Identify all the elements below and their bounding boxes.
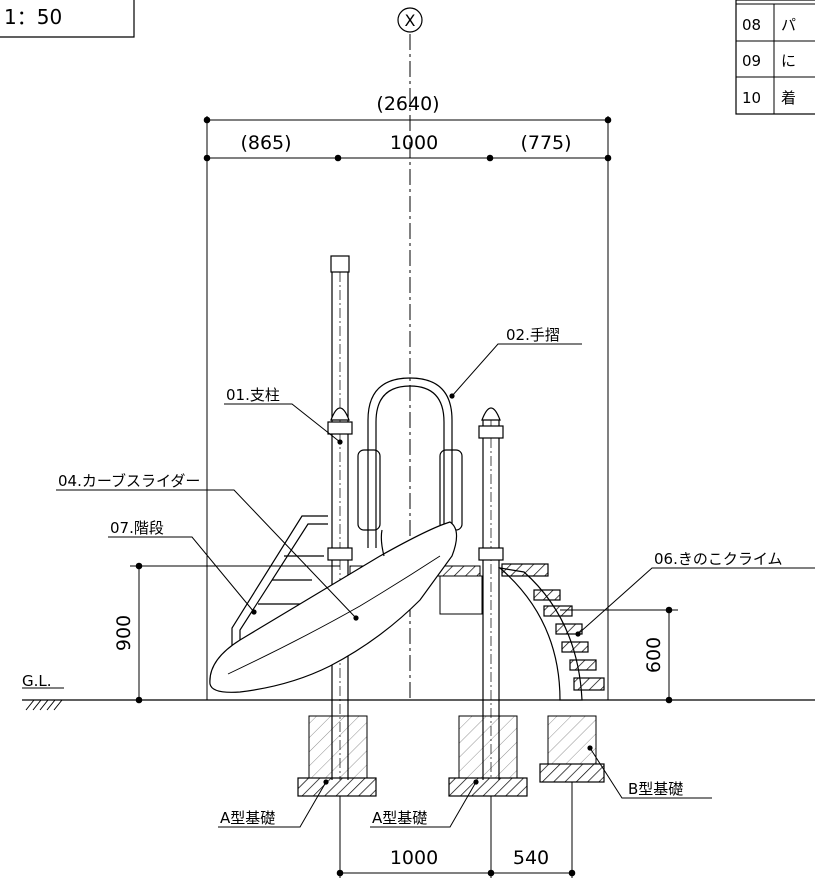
table-row-no: 10 <box>742 89 761 107</box>
dimension-middle: 1000 <box>390 132 438 154</box>
label-post: 01.支柱 <box>226 386 280 404</box>
dimension-left: (865) <box>240 132 291 154</box>
dimension-height-left: 900 <box>113 615 135 651</box>
dimension-bottom-right: 540 <box>513 847 549 869</box>
center-mark-text: X <box>405 11 416 30</box>
scale-text: 1：50 <box>4 5 62 29</box>
height-dimension-right <box>560 606 678 704</box>
label-mushroom-climb: 06.きのこクライム <box>654 550 783 568</box>
dimension-overall: (2640) <box>376 93 439 115</box>
ground-line <box>22 687 815 711</box>
post-left <box>330 255 350 780</box>
foundation-a-right <box>448 715 528 797</box>
mushroom-climb <box>497 563 605 701</box>
center-mark: X <box>397 7 423 33</box>
post-middle-left <box>327 407 353 561</box>
dimension-lines-bottom <box>336 782 576 878</box>
label-curve-slider: 04.カーブスライダー <box>58 472 200 490</box>
foundation-b <box>539 715 605 783</box>
curve-slider <box>209 521 458 693</box>
table-row-no: 08 <box>742 16 761 34</box>
stairs <box>231 515 328 662</box>
scale-box: 1：50 <box>0 0 135 38</box>
label-foundation-a-right: A型基礎 <box>372 809 427 827</box>
label-foundation-a-left: A型基礎 <box>220 809 275 827</box>
post-right <box>478 407 504 780</box>
dimension-bottom-left: 1000 <box>390 847 438 869</box>
dimension-lines-top <box>203 116 612 700</box>
ground-line-label: G.L. <box>22 672 52 690</box>
parts-table: 08 パ 09 に 10 着 <box>735 0 815 115</box>
table-row-name: パ <box>781 16 796 34</box>
height-dimension-left <box>130 562 340 704</box>
table-row-no: 09 <box>742 52 761 70</box>
dimension-right: (775) <box>520 132 571 154</box>
label-handrail: 02.手摺 <box>506 326 560 344</box>
foundation-a-left <box>297 715 377 797</box>
label-foundation-b: B型基礎 <box>628 780 683 798</box>
leader-lines <box>56 343 815 828</box>
dimension-height-right: 600 <box>643 637 665 673</box>
leader-dots <box>251 393 593 785</box>
label-stairs: 07.階段 <box>110 519 164 537</box>
table-row-name: 着 <box>781 89 796 107</box>
table-row-name: に <box>781 52 796 70</box>
